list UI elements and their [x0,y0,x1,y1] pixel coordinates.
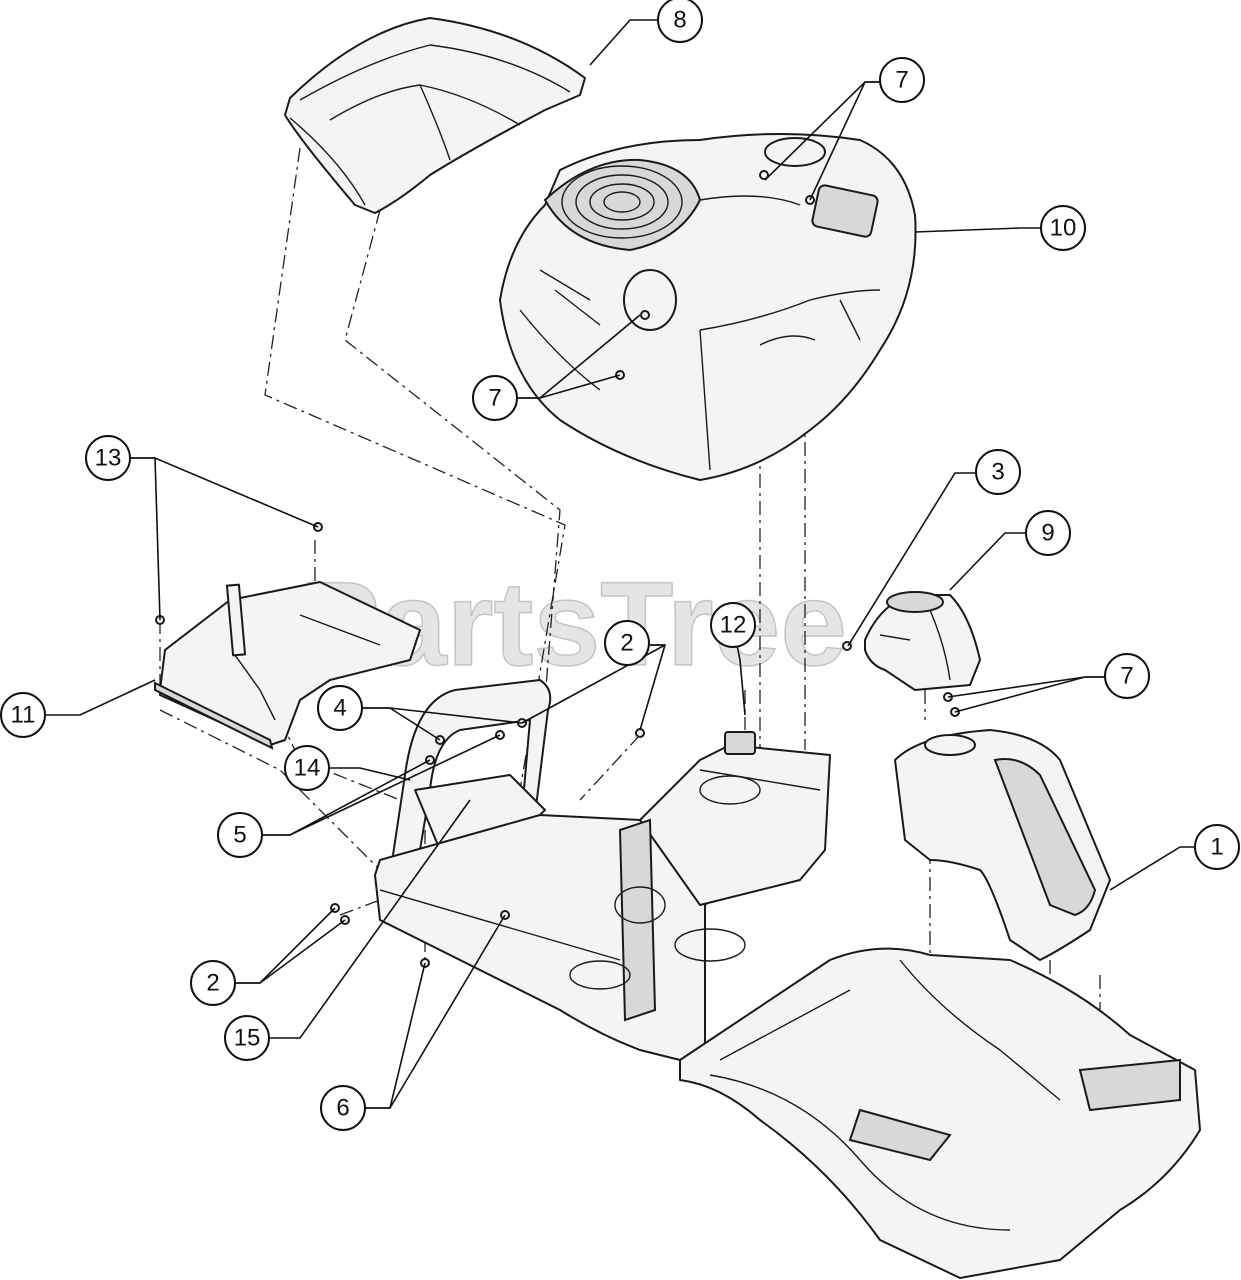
callout-label: 4 [333,695,346,722]
callout-label: 6 [336,1095,349,1122]
part-frame [374,731,831,1061]
callout-label: 9 [1041,520,1054,547]
callout-14: 14 [284,745,330,791]
callout-9: 9 [1025,510,1071,556]
part-battery-cover [154,581,421,750]
callout-label: 7 [895,67,908,94]
callout-label: 13 [95,445,122,472]
callout-label: 7 [1120,663,1133,690]
callout-3: 3 [975,449,1021,495]
callout-7: 7 [879,57,925,103]
callout-label: 11 [11,702,36,729]
part-column-cover [864,591,981,691]
callout-7: 7 [472,375,518,421]
fan-grille-icon [561,165,683,239]
callout-4: 4 [317,685,363,731]
callout-12: 12 [710,602,756,648]
callout-10: 10 [1040,205,1086,251]
callout-11: 11 [0,692,46,738]
callout-label: 10 [1050,215,1077,242]
callout-label: 14 [294,755,321,782]
part-seat-bracket [389,679,552,881]
callout-label: 12 [720,612,747,639]
callout-label: 15 [234,1025,261,1052]
callout-label: 8 [673,7,686,34]
callout-label: 5 [233,822,246,849]
part-footwell-base [679,947,1201,1279]
callout-5: 5 [217,812,263,858]
callout-13: 13 [85,435,131,481]
callout-label: 3 [991,459,1004,486]
callout-6: 6 [320,1085,366,1131]
part-dash-panel [499,133,917,481]
callout-label: 2 [206,970,219,997]
callout-2: 2 [190,960,236,1006]
callout-2: 2 [604,620,650,666]
part-steering-console [894,729,1111,961]
callout-label: 2 [620,630,633,657]
callout-7: 7 [1104,653,1150,699]
callout-label: 1 [1210,834,1223,861]
callout-15: 15 [224,1015,270,1061]
callout-label: 7 [488,385,501,412]
callout-1: 1 [1194,824,1240,870]
part-rear-fender-cover [284,17,586,214]
callout-8: 8 [657,0,703,43]
